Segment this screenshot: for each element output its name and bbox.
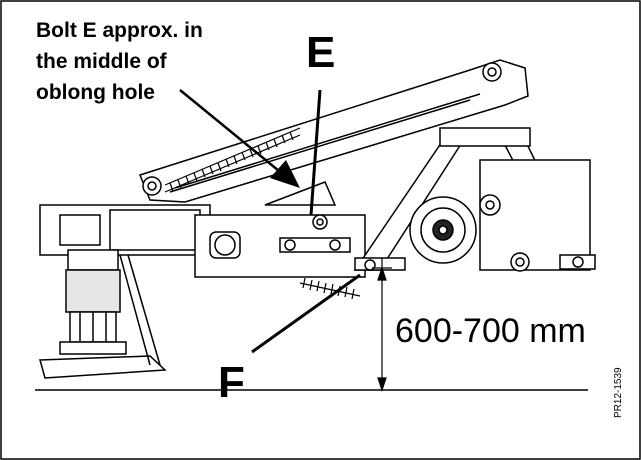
- leader-e: [309, 89, 322, 216]
- figure-code: PR12-1539: [613, 367, 624, 418]
- callout-note-line-2: the middle of: [36, 50, 167, 73]
- hitch-frame: [353, 127, 596, 271]
- leader-f: [251, 273, 361, 354]
- label-e: E: [306, 28, 336, 77]
- cutter-drum: [39, 249, 167, 379]
- dimension-label: 600-700 mm: [395, 312, 586, 350]
- label-f: F: [218, 358, 245, 407]
- gearbox-pulley: [409, 194, 530, 272]
- dimension-line: [372, 258, 392, 392]
- boom-arm: [139, 59, 529, 203]
- mower-body: [39, 181, 366, 278]
- callout-note-line-1: Bolt E approx. in: [36, 19, 203, 42]
- spring: [164, 127, 301, 193]
- callout-note-line-3: oblong hole: [36, 81, 155, 104]
- callout-arrow: [179, 89, 300, 188]
